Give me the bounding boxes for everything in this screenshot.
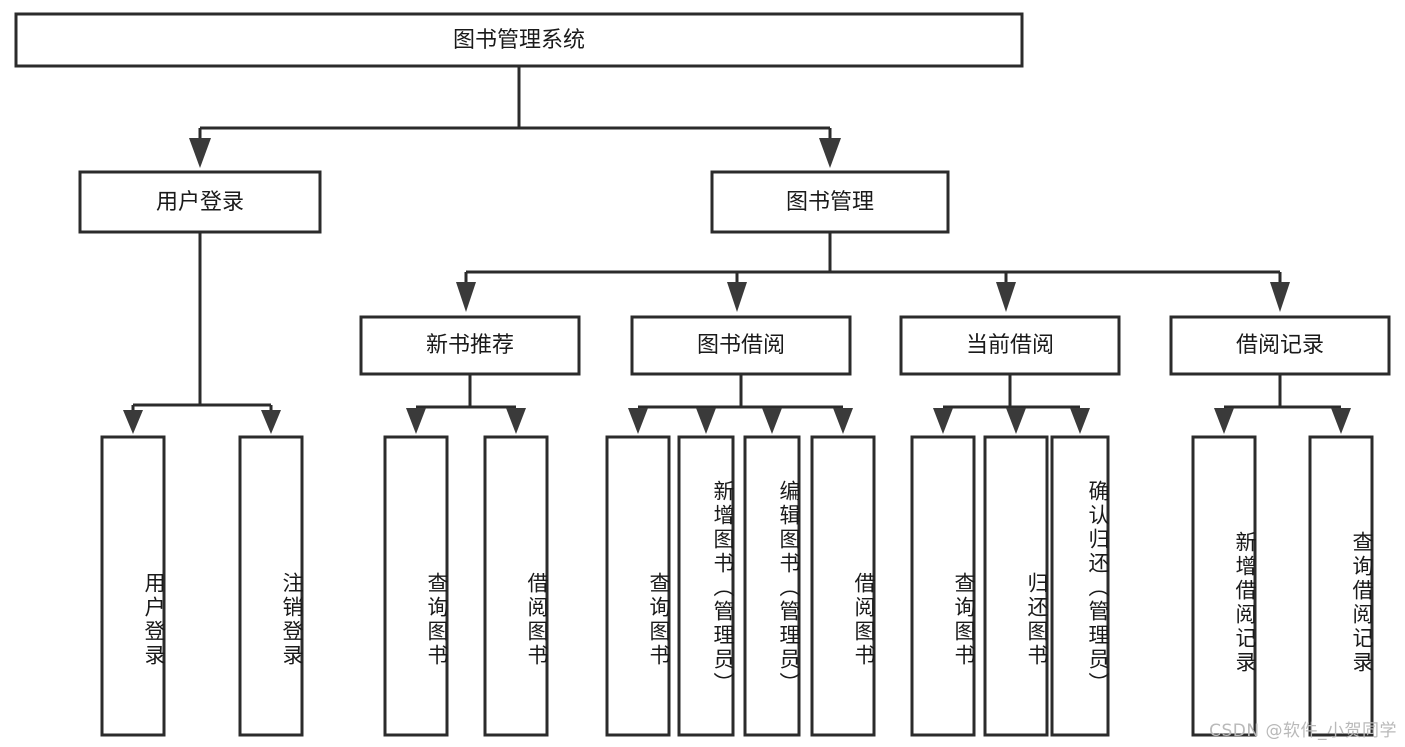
book-borrow-label: 图书借阅 bbox=[697, 333, 785, 358]
leaf-boxes bbox=[100, 435, 1374, 737]
node-user-login[interactable]: 用户登录 bbox=[78, 170, 322, 234]
arrow-to-user-login-icon bbox=[189, 138, 211, 168]
node-root[interactable]: 图书管理系统 bbox=[14, 12, 1024, 68]
current-borrow-box[interactable] bbox=[899, 315, 1121, 376]
borrow-record-label: 借阅记录 bbox=[1236, 333, 1324, 358]
watermark-text: CSDN @软件_小贺同学 bbox=[1209, 721, 1397, 741]
leaf-query-book-2-box[interactable] bbox=[605, 435, 671, 737]
arrow-leaf-logout-icon bbox=[261, 410, 281, 434]
user-login-label: 用户登录 bbox=[156, 190, 244, 215]
leaf-add-book-box[interactable] bbox=[677, 435, 735, 737]
leaf-add-record-box[interactable] bbox=[1191, 435, 1257, 737]
edges-book-manage-to-level3 bbox=[456, 232, 1290, 312]
leaf-borrow-book-1-box[interactable] bbox=[483, 435, 549, 737]
arrow-leaf-query-record-icon bbox=[1331, 408, 1351, 434]
arrow-leaf-borrow-book-1-icon bbox=[506, 408, 526, 434]
book-manage-label: 图书管理 bbox=[786, 190, 874, 215]
arrow-leaf-user-login-icon bbox=[123, 410, 143, 434]
arrow-leaf-add-book-icon bbox=[696, 408, 716, 434]
arrow-to-borrow-record-icon bbox=[1270, 282, 1290, 312]
node-new-book-rec[interactable]: 新书推荐 bbox=[359, 315, 581, 376]
current-borrow-label: 当前借阅 bbox=[966, 333, 1054, 358]
edges-borrow-record-to-leaves bbox=[1214, 374, 1351, 434]
arrow-leaf-borrow-book-2-icon bbox=[833, 408, 853, 434]
node-current-borrow[interactable]: 当前借阅 bbox=[899, 315, 1121, 376]
arrow-leaf-return-book-icon bbox=[1006, 408, 1026, 434]
leaf-logout-box[interactable] bbox=[238, 435, 304, 737]
arrow-to-book-manage-icon bbox=[819, 138, 841, 168]
book-manage-box[interactable] bbox=[710, 170, 950, 234]
node-book-manage[interactable]: 图书管理 bbox=[710, 170, 950, 234]
leaf-edit-book-box[interactable] bbox=[743, 435, 801, 737]
edges-current-borrow-to-leaves bbox=[933, 374, 1090, 434]
leaf-query-book-1-box[interactable] bbox=[383, 435, 449, 737]
leaf-borrow-book-2-box[interactable] bbox=[810, 435, 876, 737]
user-login-box[interactable] bbox=[78, 170, 322, 234]
arrow-leaf-edit-book-icon bbox=[762, 408, 782, 434]
leaf-query-book-3-box[interactable] bbox=[910, 435, 976, 737]
edges-book-borrow-to-leaves bbox=[628, 374, 853, 434]
arrow-to-new-book-rec-icon bbox=[456, 282, 476, 312]
leaf-query-record-box[interactable] bbox=[1308, 435, 1374, 737]
leaf-confirm-return-box[interactable] bbox=[1050, 435, 1110, 737]
arrow-leaf-query-book-1-icon bbox=[406, 408, 426, 434]
leaf-user-login-box[interactable] bbox=[100, 435, 166, 737]
new-book-rec-label: 新书推荐 bbox=[426, 333, 514, 358]
node-borrow-record[interactable]: 借阅记录 bbox=[1169, 315, 1391, 376]
arrow-to-book-borrow-icon bbox=[727, 282, 747, 312]
root-box[interactable] bbox=[14, 12, 1024, 68]
arrow-leaf-confirm-return-icon bbox=[1070, 408, 1090, 434]
borrow-record-box[interactable] bbox=[1169, 315, 1391, 376]
book-borrow-box[interactable] bbox=[630, 315, 852, 376]
arrow-leaf-add-record-icon bbox=[1214, 408, 1234, 434]
arrow-to-current-borrow-icon bbox=[996, 282, 1016, 312]
edges-new-book-rec-to-leaves bbox=[406, 374, 526, 434]
leaf-return-book-box[interactable] bbox=[983, 435, 1049, 737]
arrow-leaf-query-book-3-icon bbox=[933, 408, 953, 434]
node-book-borrow[interactable]: 图书借阅 bbox=[630, 315, 852, 376]
root-label: 图书管理系统 bbox=[453, 28, 585, 53]
edges-user-login-to-leaves bbox=[123, 232, 281, 434]
new-book-rec-box[interactable] bbox=[359, 315, 581, 376]
edges-root-to-level2 bbox=[189, 66, 841, 168]
arrow-leaf-query-book-2-icon bbox=[628, 408, 648, 434]
